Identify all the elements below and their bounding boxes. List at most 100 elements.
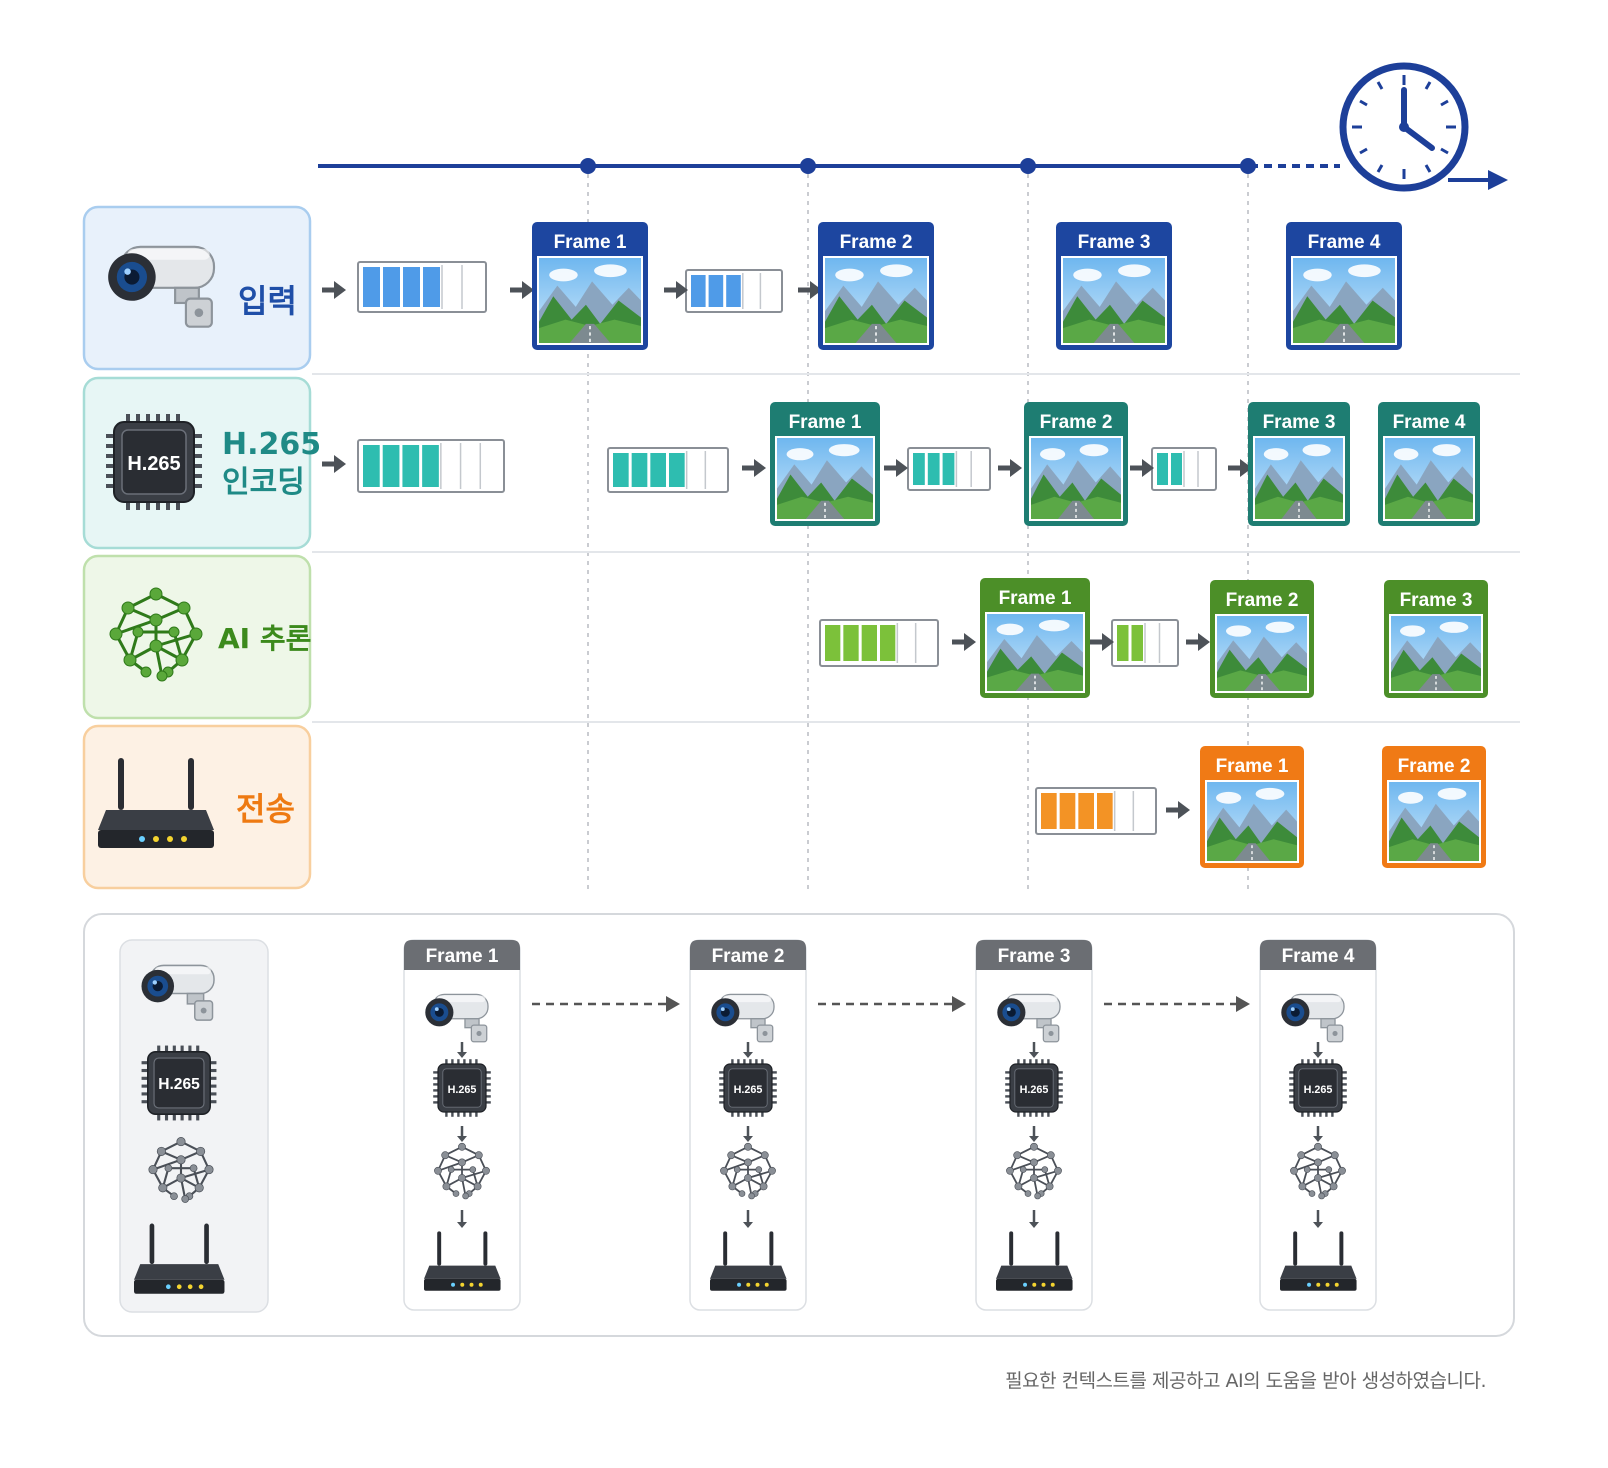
sequential-stage-legend bbox=[119, 939, 269, 1313]
landscape-thumbnail bbox=[1206, 781, 1298, 862]
buffer-slot-filled bbox=[403, 267, 420, 307]
flow-arrowhead bbox=[896, 459, 908, 477]
sequential-frame-title: Frame 2 bbox=[712, 946, 785, 967]
h265-chip-icon: H.265 bbox=[140, 1044, 218, 1122]
frame-buffer bbox=[357, 439, 505, 493]
timeline-tick bbox=[800, 158, 816, 174]
lane-input-label: 입력 bbox=[238, 282, 297, 320]
landscape-thumbnail bbox=[824, 257, 928, 344]
frame-card: Frame 3 bbox=[1248, 402, 1350, 526]
lane-transmit-track: Frame 1 Frame 2 bbox=[1035, 746, 1486, 868]
buffer-slot-filled bbox=[880, 625, 896, 661]
frame-buffer bbox=[1035, 787, 1157, 835]
buffer-slot-filled bbox=[650, 453, 666, 487]
landscape-thumbnail bbox=[1388, 781, 1480, 862]
landscape-thumbnail bbox=[1254, 437, 1344, 520]
buffer-slot-filled bbox=[825, 625, 841, 661]
frame-card-title: Frame 1 bbox=[554, 232, 627, 253]
buffer-slot-filled bbox=[1117, 625, 1129, 661]
frame-buffer bbox=[607, 447, 729, 493]
lane-separators bbox=[312, 373, 1520, 723]
landscape-thumbnail bbox=[538, 257, 642, 344]
lane-transmit-label: 전송 bbox=[236, 790, 295, 828]
flow-arrowhead bbox=[1010, 459, 1022, 477]
landscape-thumbnail bbox=[1062, 257, 1166, 344]
lane-encode-label-box: H.265 H.265 인코딩 bbox=[82, 376, 321, 550]
frame-card-title: Frame 1 bbox=[1216, 756, 1289, 777]
sequential-frame-column: Frame 1 H.265 bbox=[403, 939, 521, 1311]
flow-arrowhead bbox=[522, 281, 534, 299]
h265-chip-icon: H.265 bbox=[1288, 1058, 1348, 1118]
lane-ai-label: AI 추론 bbox=[218, 622, 311, 655]
buffer-slot-filled bbox=[708, 275, 724, 307]
frame-buffer bbox=[907, 447, 991, 491]
frame-card: Frame 1 bbox=[770, 402, 880, 526]
frame-card-title: Frame 3 bbox=[1078, 232, 1151, 253]
svg-text:H.265: H.265 bbox=[1020, 1084, 1049, 1096]
frame-buffer bbox=[1111, 619, 1179, 667]
buffer-slot-filled bbox=[942, 453, 955, 485]
clock-icon bbox=[1339, 62, 1469, 192]
svg-text:H.265: H.265 bbox=[1304, 1084, 1333, 1096]
lane-input-track: Frame 1 Frame 2 Frame 3 Frame 4 bbox=[322, 222, 1402, 350]
h265-chip-icon: H.265 bbox=[718, 1058, 778, 1118]
h265-chip-icon: H.265 bbox=[432, 1058, 492, 1118]
svg-text:H.265: H.265 bbox=[734, 1084, 763, 1096]
flow-arrowhead bbox=[964, 633, 976, 651]
flow-arrowhead bbox=[334, 281, 346, 299]
flow-arrowhead bbox=[1178, 801, 1190, 819]
buffer-slot-filled bbox=[843, 625, 859, 661]
landscape-thumbnail bbox=[1216, 615, 1308, 692]
buffer-slot-filled bbox=[669, 453, 685, 487]
h265-chip-icon: H.265 bbox=[1004, 1058, 1064, 1118]
sequential-arrowhead bbox=[952, 996, 966, 1012]
frame-card-title: Frame 1 bbox=[789, 412, 862, 433]
flow-arrowhead bbox=[334, 455, 346, 473]
frame-card: Frame 3 bbox=[1056, 222, 1172, 350]
frame-card: Frame 2 bbox=[818, 222, 934, 350]
frame-card-title: Frame 3 bbox=[1263, 412, 1336, 433]
lane-encode-label-line2: 인코딩 bbox=[222, 465, 305, 500]
buffer-slot-filled bbox=[383, 267, 400, 307]
svg-text:H.265: H.265 bbox=[158, 1076, 200, 1093]
sequential-frame-title: Frame 3 bbox=[998, 946, 1071, 967]
landscape-thumbnail bbox=[1292, 257, 1396, 344]
frame-card: Frame 4 bbox=[1286, 222, 1402, 350]
sequential-frame-title: Frame 4 bbox=[1282, 946, 1355, 967]
flow-arrowhead bbox=[676, 281, 688, 299]
frame-card-title: Frame 1 bbox=[999, 588, 1072, 609]
timeline-arrowhead bbox=[1488, 170, 1508, 190]
buffer-slot-filled bbox=[1131, 625, 1143, 661]
frame-card-title: Frame 2 bbox=[1398, 756, 1471, 777]
lane-ai-label-box: AI 추론 bbox=[82, 554, 311, 720]
timeline-tick bbox=[580, 158, 596, 174]
h265-chip-icon: H.265 bbox=[105, 413, 203, 511]
flow-arrowhead bbox=[1240, 459, 1252, 477]
frame-card-title: Frame 3 bbox=[1400, 590, 1473, 611]
landscape-thumbnail bbox=[986, 613, 1084, 692]
frame-buffer bbox=[685, 269, 783, 313]
sequential-frame-title: Frame 1 bbox=[426, 946, 499, 967]
frame-card-title: Frame 4 bbox=[1308, 232, 1381, 253]
buffer-slot-filled bbox=[1157, 453, 1168, 485]
buffer-slot-filled bbox=[726, 275, 741, 307]
frame-card: Frame 1 bbox=[1200, 746, 1304, 868]
frame-card: Frame 3 bbox=[1384, 580, 1488, 698]
lane-encode-label-line1: H.265 bbox=[222, 427, 321, 462]
frame-buffer bbox=[1151, 447, 1217, 491]
buffer-slot-filled bbox=[691, 275, 706, 307]
flow-arrowhead bbox=[1142, 459, 1154, 477]
flow-arrowhead bbox=[1198, 633, 1210, 651]
buffer-slot-filled bbox=[363, 445, 380, 487]
sequential-frame-column: Frame 2 H.265 bbox=[689, 939, 807, 1311]
buffer-slot-filled bbox=[927, 453, 940, 485]
buffer-slot-filled bbox=[1059, 793, 1076, 829]
buffer-slot-filled bbox=[1171, 453, 1182, 485]
buffer-slot-filled bbox=[861, 625, 877, 661]
sequential-frame-column: Frame 4 H.265 bbox=[1259, 939, 1377, 1311]
svg-text:H.265: H.265 bbox=[127, 453, 180, 475]
